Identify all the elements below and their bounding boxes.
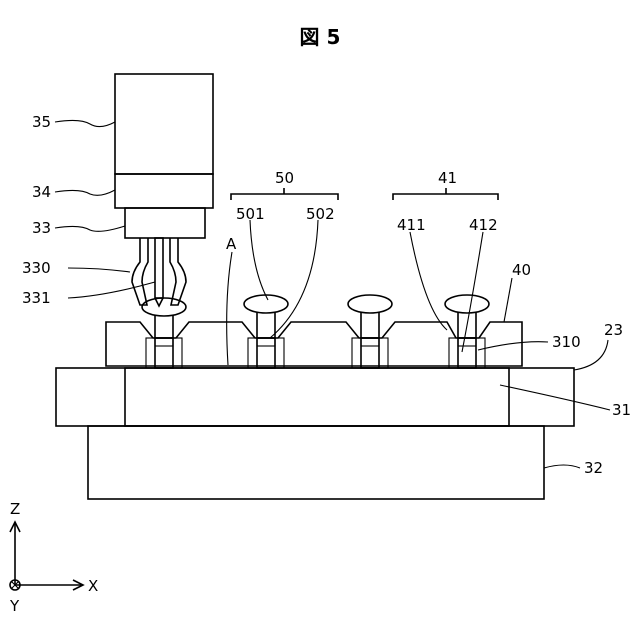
- jig-plate-40: [106, 322, 522, 366]
- label-310: 310: [552, 333, 581, 351]
- axis-x-label: X: [88, 577, 98, 595]
- leader-35: [55, 120, 115, 126]
- leader-502: [270, 220, 318, 338]
- leader-33: [55, 226, 125, 231]
- label-331: 331: [22, 289, 51, 307]
- leader-31: [500, 385, 610, 410]
- label-23: 23: [604, 321, 623, 339]
- leader-501: [250, 220, 268, 300]
- gripper-finger-right: [170, 238, 186, 305]
- label-412: 412: [469, 216, 498, 234]
- leader-411: [410, 232, 447, 330]
- label-33: 33: [32, 219, 51, 237]
- base-plate-23: [56, 368, 574, 426]
- brace-50: [231, 188, 338, 200]
- label-330: 330: [22, 259, 51, 277]
- chuck-33: [125, 208, 205, 238]
- label-31: 31: [612, 401, 631, 419]
- motor-unit-35: [115, 74, 213, 174]
- leader-330: [68, 268, 130, 272]
- coordinate-axes: Z X Y: [9, 500, 98, 615]
- leader-34: [55, 190, 115, 195]
- brace-41: [393, 188, 498, 200]
- leader-310: [478, 342, 548, 350]
- label-41: 41: [438, 169, 457, 187]
- leader-32: [544, 465, 580, 468]
- leader-A: [227, 252, 232, 365]
- axis-z-label: Z: [10, 500, 20, 518]
- label-40: 40: [512, 261, 531, 279]
- label-502: 502: [306, 205, 335, 223]
- label-35: 35: [32, 113, 51, 131]
- driver-bit-331: [155, 238, 163, 298]
- figure-title: 図 5: [300, 25, 341, 49]
- label-501: 501: [236, 205, 265, 223]
- label-34: 34: [32, 183, 51, 201]
- label-50: 50: [275, 169, 294, 187]
- leader-412: [462, 232, 483, 352]
- unit-34: [115, 174, 213, 208]
- plate-31: [125, 368, 509, 426]
- block-32: [88, 426, 544, 499]
- axis-y-label: Y: [9, 597, 20, 615]
- label-411: 411: [397, 216, 426, 234]
- label-32: 32: [584, 459, 603, 477]
- gripper-finger-left: [132, 238, 148, 305]
- label-A: A: [226, 235, 237, 253]
- leader-40: [504, 278, 512, 322]
